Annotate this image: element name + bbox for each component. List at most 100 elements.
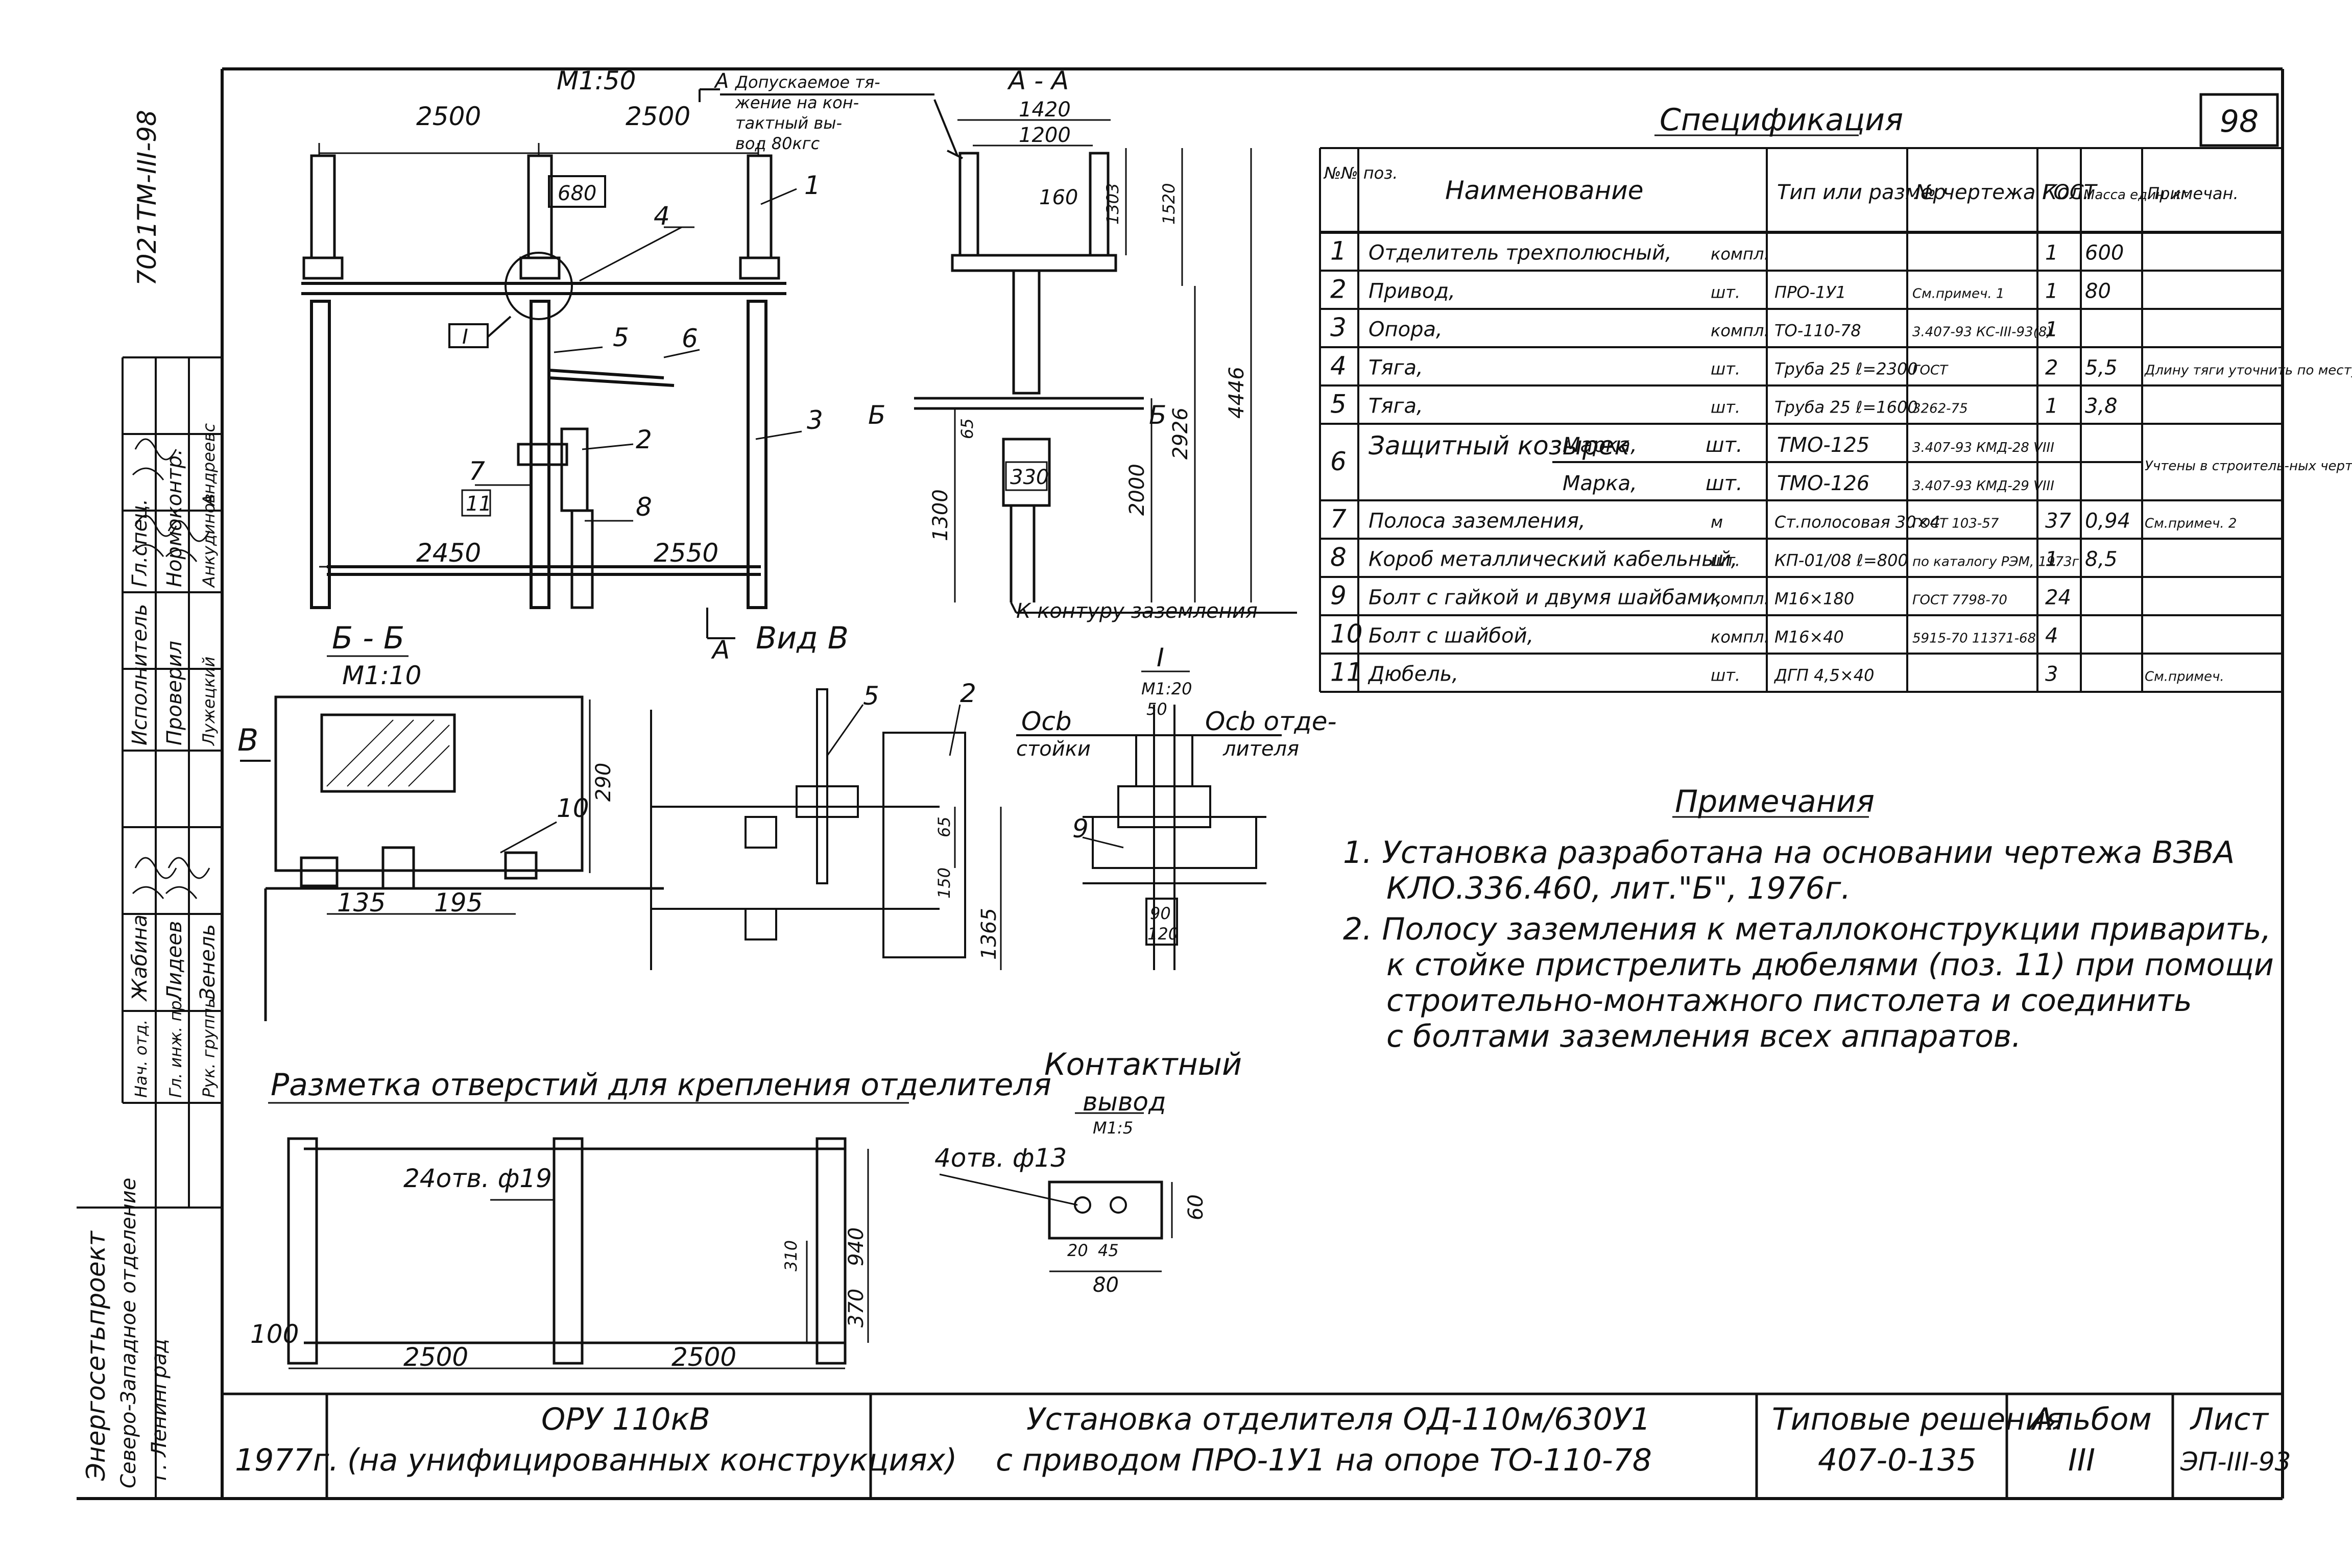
spec-row-name: Полоса заземления, <box>1369 510 1586 533</box>
spec-row-qty: 1 <box>2045 548 2058 571</box>
spec-row-gost: 3.407-93 КС-III-93(8) <box>1912 325 2052 340</box>
sheet-number-box: 98 <box>2199 93 2279 147</box>
spec-row-pos: 2 <box>1330 275 1347 304</box>
spec-row-name: Тяга, <box>1369 395 1423 418</box>
section-bb-title: Б - Б <box>332 620 404 656</box>
detail-pos-9: 9 <box>1072 814 1089 843</box>
dim-195: 195 <box>434 888 483 918</box>
spec-row-gost: См.примеч. 1 <box>1912 286 2004 302</box>
spec-row-type: Ст.полосовая 30×4 <box>1774 513 1940 532</box>
spec-row-qty: 1 <box>2045 242 2058 265</box>
dim-2500-b: 2500 <box>671 1342 736 1372</box>
note-line-2: КЛО.336.460, лит."Б", 1976г. <box>1386 871 1851 906</box>
note-line-3: 2. Полосу заземления к металлоконструкци… <box>1343 911 2271 947</box>
title-line-1: Установка отделителя ОД-110м/630У1 <box>1026 1402 1650 1437</box>
object-line-1: ОРУ 110кВ <box>541 1402 710 1437</box>
holes-label: 24отв. ф19 <box>403 1164 552 1193</box>
dim-940: 940 <box>845 1227 868 1266</box>
name-4: Лужецкий <box>199 657 219 746</box>
dim-50: 50 <box>1146 699 1167 719</box>
series-label: Типовые решения <box>1772 1402 2063 1437</box>
role-chief-spec: Гл.спец. <box>128 499 152 587</box>
role-checked: Проверил <box>163 641 186 745</box>
spec-row-gost: ГОСТ <box>1912 363 1949 378</box>
spec-row-qty: 4 <box>2045 624 2058 648</box>
role-group-head: Рук. группы <box>199 995 219 1098</box>
album-value: III <box>2068 1442 2095 1478</box>
dim-120: 120 <box>1147 924 1179 944</box>
dim-top-right: 2500 <box>626 102 690 131</box>
spec-row-unit: шт. <box>1706 433 1743 457</box>
spec-row-name: Болт с шайбой, <box>1369 624 1533 648</box>
name-2: Лидеев <box>163 921 186 1002</box>
role-executor: Исполнитель <box>128 604 152 745</box>
spec-row-qty: 2 <box>2045 356 2058 380</box>
spec-row-gost: 3.407-93 КМД-28 VIII <box>1912 440 2054 455</box>
dim-100: 100 <box>250 1319 299 1349</box>
pos-10: 10 <box>557 793 589 823</box>
spec-row-unit: компл. <box>1711 589 1769 609</box>
note-a-line3: тактный вы- <box>735 113 842 133</box>
detail-left-label-2: стойки <box>1016 737 1091 761</box>
sheet-label: Лист <box>2190 1402 2269 1437</box>
spec-header-qty: Кол. <box>2043 181 2089 204</box>
spec-row-type: КП-01/08 ℓ=800 <box>1774 551 1908 570</box>
holes-title: Разметка отверстий для крепления отделит… <box>271 1067 1051 1103</box>
section-a-note: А Допускаемое тя- жение на кон- тактный … <box>699 69 963 159</box>
dim-90: 90 <box>1150 904 1171 923</box>
spec-row-unit: компл. <box>1711 245 1769 264</box>
spec-row-type: ТМО-126 <box>1777 472 1869 495</box>
spec-row-pos: 8 <box>1330 543 1347 572</box>
side-approval-block: Исполнитель Проверил Гл.спец. Нормоконтр… <box>81 356 222 1499</box>
contact-terminal: Контактный вывод М1:5 4отв. ф13 20 45 80… <box>934 1047 1242 1297</box>
spec-row-gost: ГОСТ 103-57 <box>1912 516 1999 532</box>
signatures <box>132 438 210 899</box>
spec-row-type: М16×40 <box>1774 628 1844 647</box>
detail-circle-I <box>505 252 573 320</box>
note-line-1: 1. Установка разработана на основании че… <box>1343 835 2235 871</box>
spec-row-gost: 3262-75 <box>1912 401 1968 417</box>
spec-row-sub2: Марка, <box>1563 472 1637 495</box>
spec-row-unit: компл. <box>1711 628 1769 647</box>
spec-row-mass: 8,5 <box>2085 548 2118 571</box>
contact-title-1: Контактный <box>1044 1047 1242 1082</box>
contact-title-2: вывод <box>1083 1087 1166 1117</box>
dim-2926: 2926 <box>1169 407 1192 460</box>
dim-top-left: 2500 <box>416 102 481 131</box>
spec-row-name: Защитный козырек <box>1369 431 1630 461</box>
spec-header-type: Тип или размер <box>1777 181 1946 204</box>
spec-row-name: Короб металлический кабельный, <box>1369 548 1737 571</box>
spec-row-pos: 9 <box>1330 581 1347 611</box>
spec-row-mass: 3,8 <box>2085 395 2118 418</box>
note-line-4: к стойке пристрелить дюбелями (поз. 11) … <box>1386 947 2274 983</box>
note-a-line1: Допускаемое тя- <box>734 73 880 92</box>
spec-row-mass: 0,94 <box>2085 510 2130 533</box>
dim-1200: 1200 <box>1019 124 1071 147</box>
spec-row-type: ДГП 4,5×40 <box>1773 666 1874 685</box>
section-aa: А - А 1420 1200 160 330 Б Б <box>868 66 1297 623</box>
spec-row-type: Труба 25 ℓ=2300 <box>1774 359 1918 379</box>
spec-row-type: ПРО-1У1 <box>1774 283 1846 302</box>
spec-row-gost: 5915-70 11371-68 <box>1912 631 2036 646</box>
spec-row-pos: 6 <box>1330 447 1347 476</box>
dim-310: 310 <box>781 1240 801 1271</box>
view-mark-b: В <box>237 722 258 758</box>
spec-row-unit: шт. <box>1711 359 1740 379</box>
spec-row-pos: 3 <box>1330 313 1347 343</box>
insulators <box>302 154 780 280</box>
spec-row-qty: 24 <box>2045 586 2071 610</box>
dim-680: 680 <box>558 182 596 205</box>
spec-row-qty: 3 <box>2045 663 2058 686</box>
object-line-2: (на унифицированных конструкциях) <box>347 1442 957 1478</box>
sheet-value: ЭП-III-93 <box>2180 1447 2291 1477</box>
spec-row-unit: шт. <box>1711 398 1740 417</box>
name-1: Жабина <box>128 914 152 1002</box>
dim-1303: 1303 <box>1103 183 1122 225</box>
contact-holes-label: 4отв. ф13 <box>934 1143 1067 1173</box>
dim-20: 20 <box>1067 1241 1088 1260</box>
detail-right-label-2: лителя <box>1222 737 1299 761</box>
spec-row-qty: 1 <box>2045 318 2058 342</box>
spec-row-mass: 5,5 <box>2085 356 2118 380</box>
